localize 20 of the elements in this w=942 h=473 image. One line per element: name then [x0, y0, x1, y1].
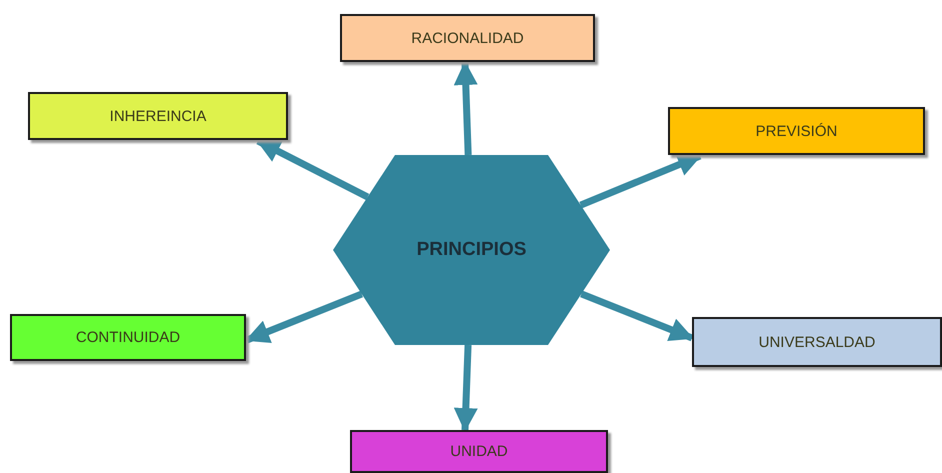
- node-label: UNIVERSALDAD: [758, 334, 876, 350]
- arrow: [580, 290, 694, 342]
- arrow: [579, 152, 702, 208]
- node-label: CONTINUIDAD: [76, 329, 180, 346]
- hexagon-shape: [333, 155, 610, 345]
- node-label: PREVISIÓN: [756, 122, 838, 140]
- label-box: [28, 92, 288, 140]
- arrow: [256, 138, 370, 200]
- label-box: [350, 430, 608, 473]
- arrow: [454, 61, 478, 156]
- label-box: [340, 14, 595, 62]
- label-box: [692, 317, 942, 367]
- arrow: [245, 290, 364, 344]
- node-label: INHEREINCIA: [110, 108, 206, 124]
- node-label: UNIDAD: [450, 443, 508, 460]
- arrow: [454, 344, 478, 432]
- label-box: [668, 107, 925, 155]
- node-label: RACIONALIDAD: [411, 30, 524, 46]
- label-box: [10, 314, 246, 361]
- node-label: PRINCIPIOS: [416, 239, 526, 261]
